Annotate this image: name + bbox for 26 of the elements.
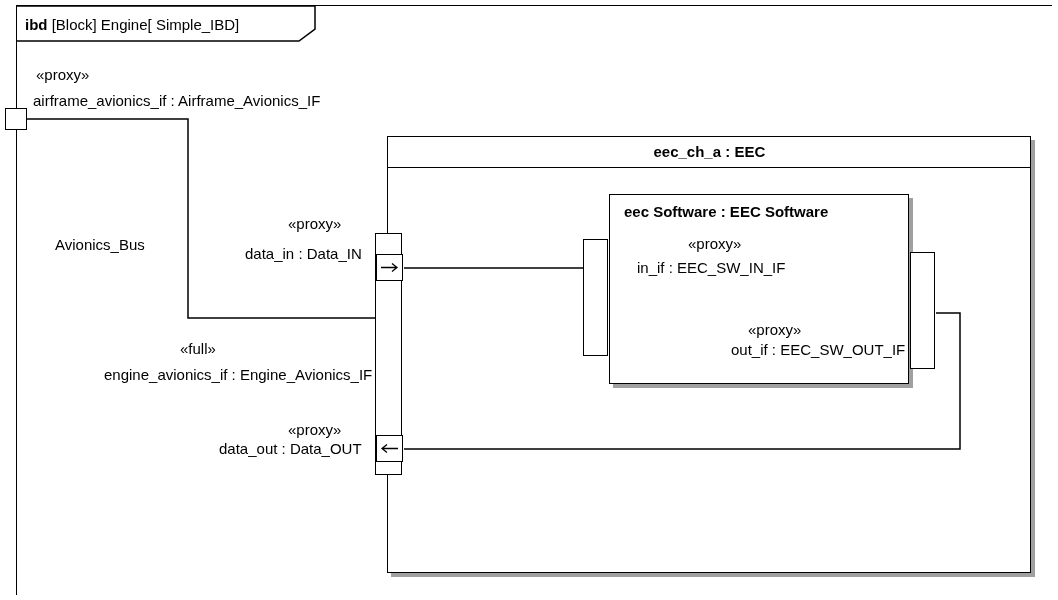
connector-line [26, 118, 376, 319]
port-label: «proxy» [288, 421, 342, 439]
diagram-frame [16, 5, 1052, 595]
part-title: eec Software : EEC Software [624, 203, 829, 221]
port-label: out_if : EEC_SW_OUT_IF [731, 341, 906, 359]
port-label: «full» [180, 340, 216, 358]
port-square [376, 254, 403, 281]
port-label: in_if : EEC_SW_IN_IF [637, 259, 786, 277]
connector-line [403, 312, 961, 450]
port-label: «proxy» [288, 215, 342, 233]
frame-title: ibd [Block] Engine[ Simple_IBD] [25, 16, 240, 34]
port-label: airframe_avionics_if : Airframe_Avionics_IF [33, 92, 321, 110]
connector-line [403, 267, 585, 269]
port-label: «proxy» [748, 321, 802, 339]
port-square [376, 435, 403, 462]
port-label: engine_avionics_if : Engine_Avionics_IF [104, 366, 373, 384]
port-bar [583, 239, 608, 356]
part-title: eec_ch_a : EEC [653, 142, 766, 161]
port-label: «proxy» [688, 235, 742, 253]
port-bar [374, 232, 402, 475]
port-square [5, 108, 27, 130]
port-bar [910, 252, 935, 369]
port-label: «proxy» [36, 66, 90, 84]
port-label: data_out : Data_OUT [219, 440, 362, 458]
edge-label: Avionics_Bus [55, 236, 145, 254]
port-label: data_in : Data_IN [245, 245, 362, 263]
